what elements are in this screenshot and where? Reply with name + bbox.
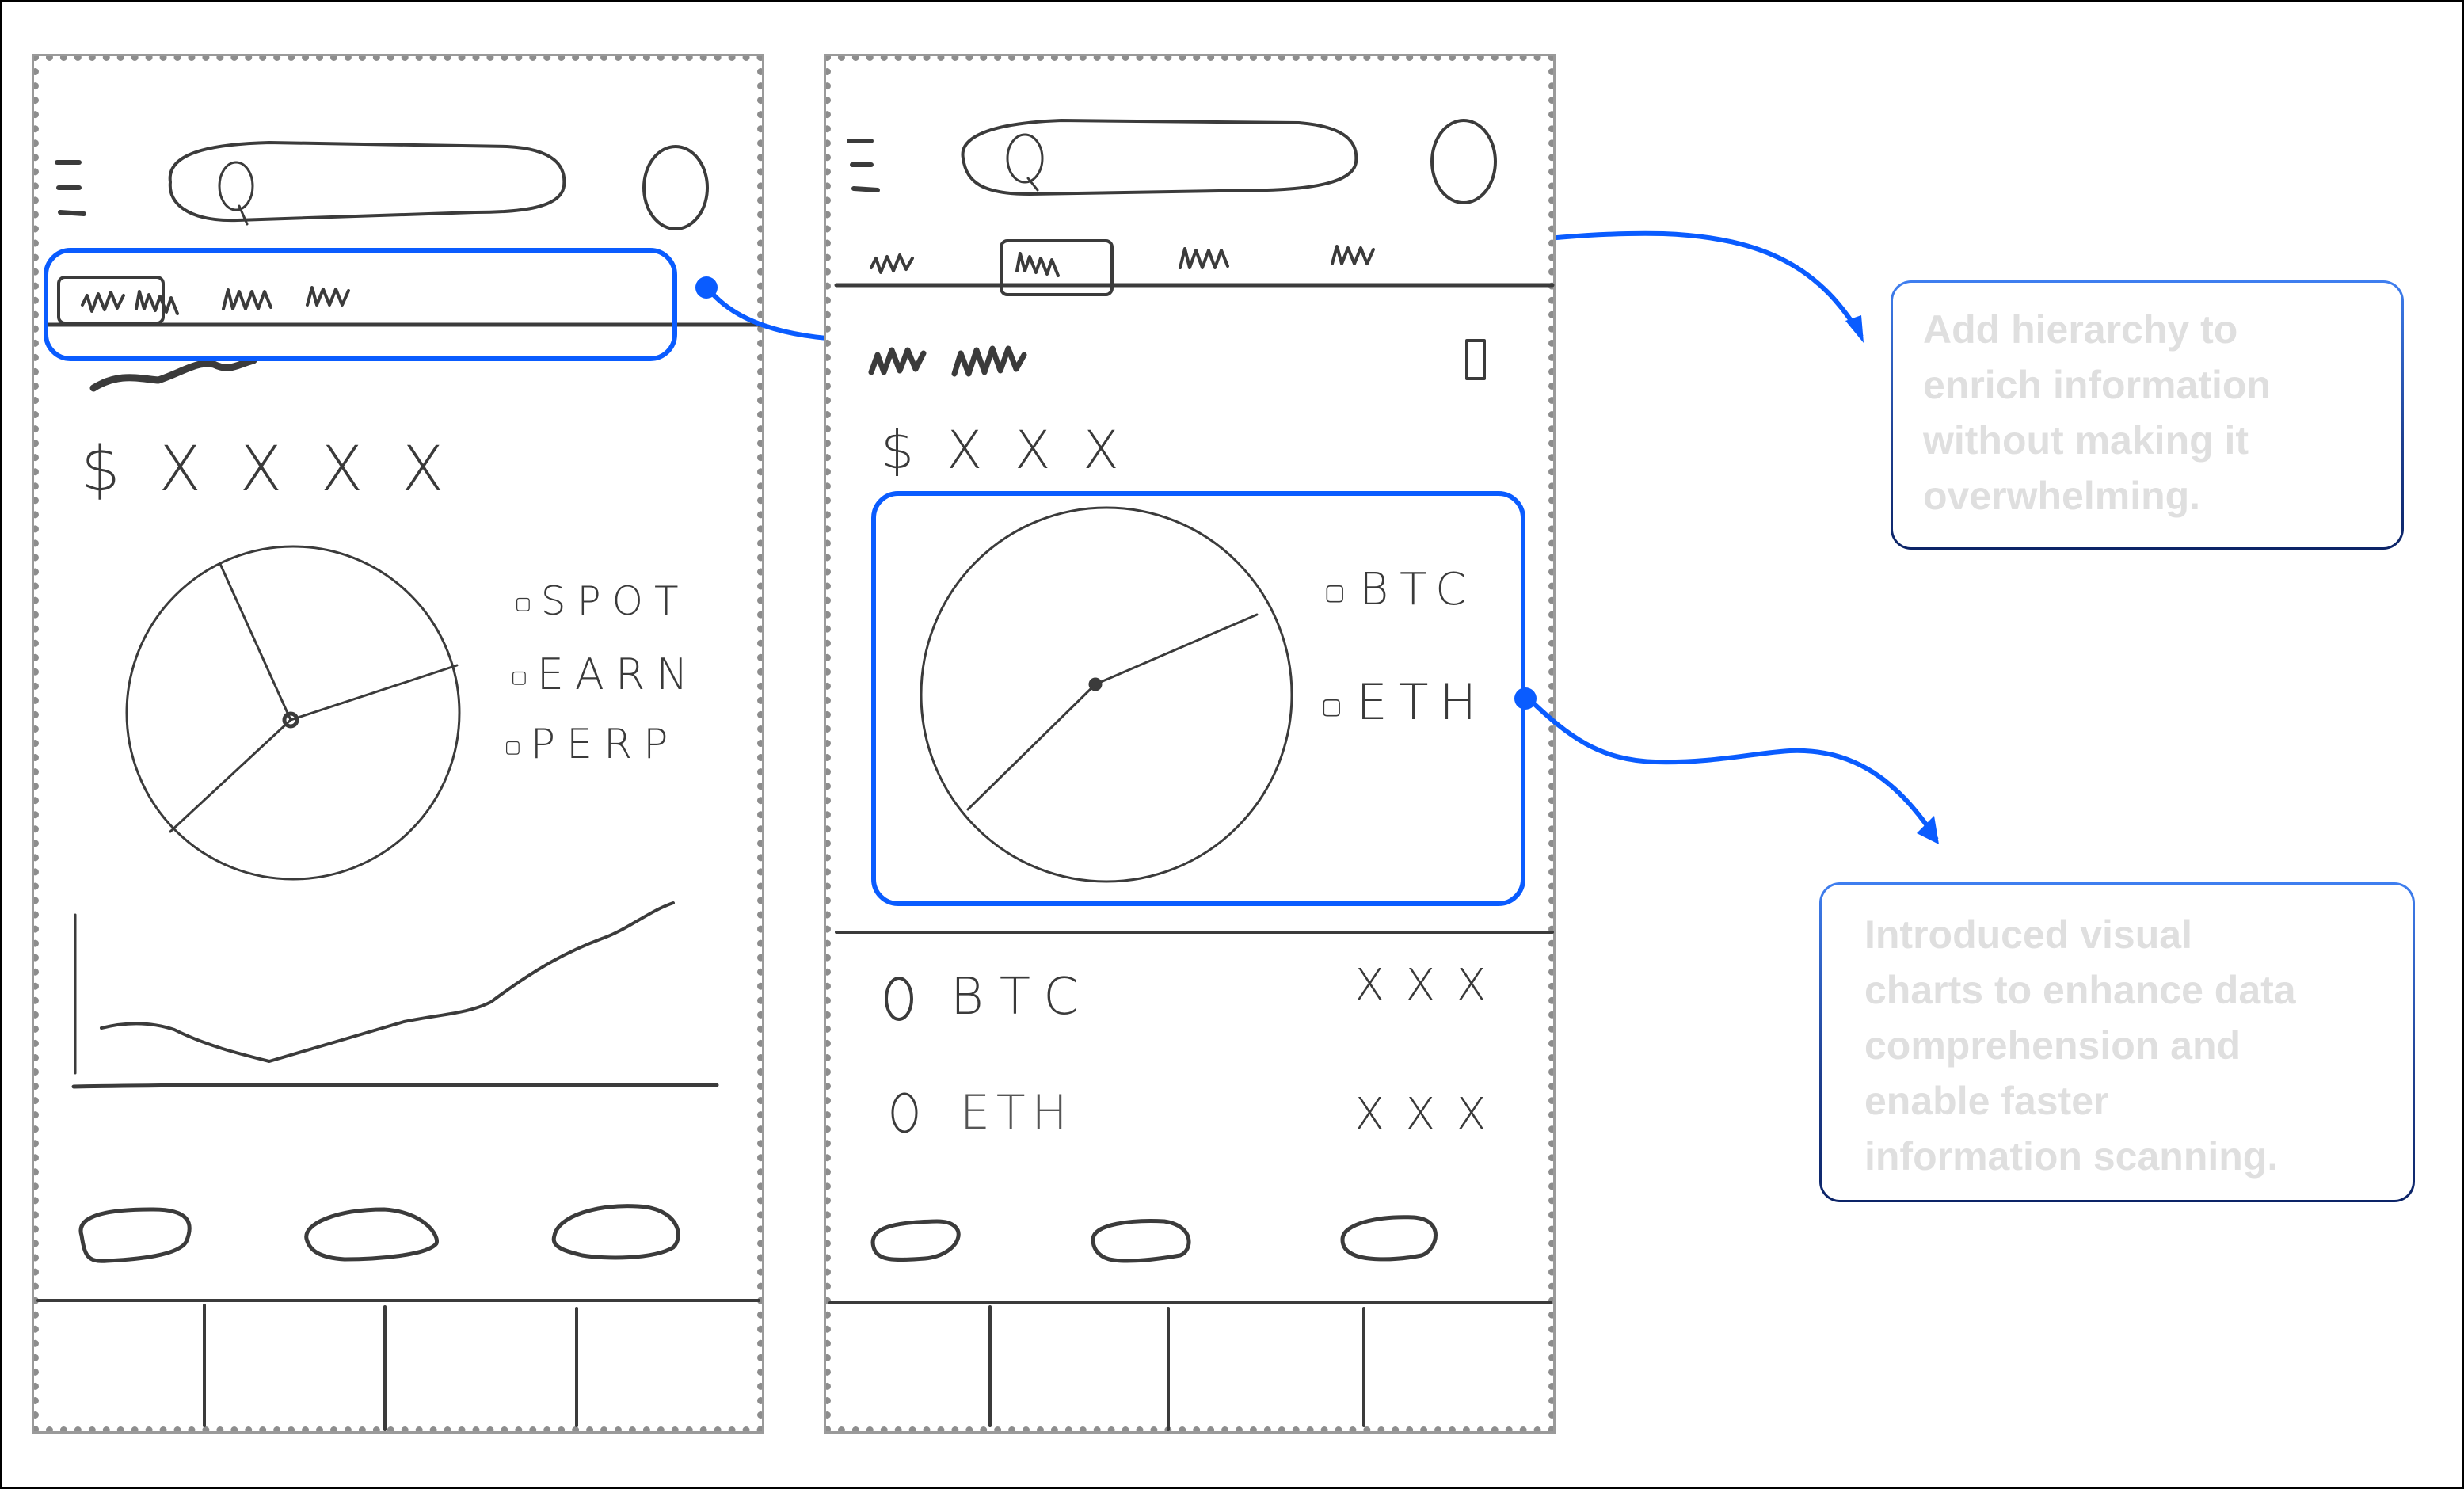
asset-value: X X X <box>1354 960 1490 1011</box>
legend-earn: ▢ EARN <box>511 649 699 699</box>
bottom-nav-before <box>36 1299 760 1431</box>
legend-label: BTC <box>1359 564 1478 615</box>
line-chart[interactable] <box>71 901 719 1089</box>
legend-swatch-icon: ▢ <box>1321 692 1342 719</box>
asset-name: BTC <box>950 968 1095 1026</box>
subtitle-scribble <box>89 356 257 392</box>
pie-chart-before[interactable] <box>125 545 461 881</box>
tab-3[interactable] <box>222 288 272 310</box>
section-label-2 <box>951 345 1027 377</box>
arrow-head-hierarchy <box>1845 315 1864 343</box>
note-line: Add hierarchy to <box>1923 307 2238 352</box>
annotation-anchor-hierarchy <box>695 276 718 299</box>
wireframe-before <box>32 54 764 1434</box>
action-button-3[interactable] <box>1340 1215 1438 1262</box>
search-input[interactable] <box>168 141 566 223</box>
legend-eth: ▢ ETH <box>1321 673 1487 731</box>
highlight-tabs-before <box>44 248 677 361</box>
search-icon <box>218 161 254 226</box>
note-line: enable faster <box>1864 1079 2109 1123</box>
tab-3[interactable] <box>1179 247 1229 269</box>
legend-label: EARN <box>536 649 699 699</box>
legend-swatch-icon: ▢ <box>515 594 531 614</box>
asset-value: X X X <box>1354 1089 1490 1141</box>
avatar[interactable] <box>1430 119 1497 204</box>
asset-name: ETH <box>960 1085 1074 1141</box>
legend-label: ETH <box>1356 673 1488 731</box>
arrow-head-charts <box>1917 816 1939 844</box>
tab-selected-indicator <box>1000 239 1114 296</box>
hamburger-icon[interactable] <box>55 160 86 216</box>
action-button-1[interactable] <box>78 1207 192 1263</box>
search-input[interactable] <box>961 119 1358 196</box>
legend-swatch-icon: ▢ <box>511 667 527 687</box>
legend-perp: ▢ PERP <box>505 721 680 768</box>
action-button-1[interactable] <box>870 1219 961 1262</box>
legend-label: PERP <box>530 721 680 768</box>
balance-after: $ X X X <box>881 420 1127 481</box>
action-button-3[interactable] <box>551 1204 680 1260</box>
note-line: Introduced visual <box>1864 912 2192 957</box>
square-icon[interactable] <box>1465 339 1486 380</box>
legend-label: SPOT <box>540 578 690 624</box>
tab-4[interactable] <box>1331 245 1375 265</box>
coin-icon-eth <box>891 1092 918 1133</box>
note-line: without making it <box>1923 418 2249 463</box>
action-button-2[interactable] <box>1091 1219 1191 1263</box>
note-line: overwhelming. <box>1923 474 2201 518</box>
tab-1[interactable] <box>870 253 914 274</box>
pie-chart-after[interactable] <box>920 506 1293 883</box>
action-button-2[interactable] <box>304 1207 439 1262</box>
section-label-1 <box>868 347 927 375</box>
balance-before: $ X X X X <box>81 434 454 505</box>
legend-btc: ▢ BTC <box>1324 564 1477 615</box>
legend-spot: ▢ SPOT <box>515 578 690 624</box>
note-line: comprehension and <box>1864 1023 2241 1068</box>
legend-swatch-icon: ▢ <box>505 737 521 757</box>
hamburger-icon[interactable] <box>847 139 880 192</box>
tab-4[interactable] <box>306 286 350 307</box>
annotation-anchor-charts <box>1514 687 1537 710</box>
search-icon <box>1006 133 1044 192</box>
coin-icon-btc <box>885 977 913 1021</box>
tab-2[interactable] <box>1015 252 1060 277</box>
tab-1[interactable] <box>81 291 125 313</box>
avatar[interactable] <box>642 145 709 230</box>
note-charts: Introduced visual charts to enhance data… <box>1819 882 2415 1202</box>
highlight-chart-after <box>871 491 1525 906</box>
note-hierarchy: Add hierarchy to enrich information with… <box>1891 280 2404 550</box>
annotation-arrow-charts <box>1526 696 1939 841</box>
legend-swatch-icon: ▢ <box>1324 579 1346 606</box>
tab-2[interactable] <box>135 290 179 315</box>
note-line: information scanning. <box>1864 1134 2279 1179</box>
note-line: charts to enhance data <box>1864 968 2296 1012</box>
note-line: enrich information <box>1923 363 2271 407</box>
bottom-nav-after <box>828 1301 1552 1431</box>
